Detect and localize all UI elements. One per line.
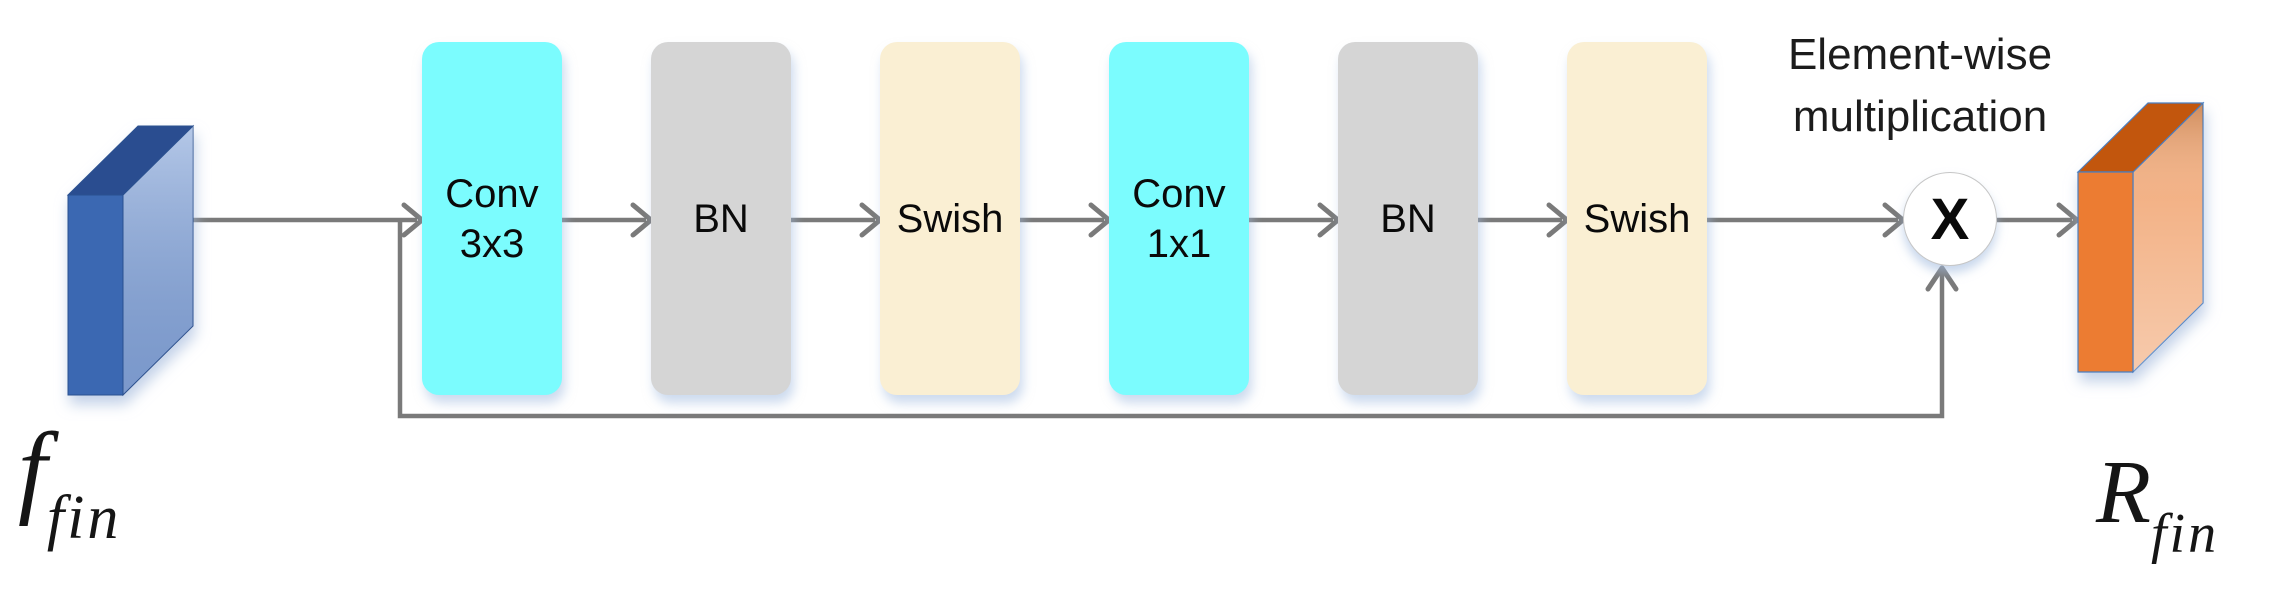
input-tensor-slab [66, 124, 195, 397]
skip-connection [397, 220, 1945, 419]
block-label: BN [1380, 196, 1436, 241]
block-label: BN [693, 196, 749, 241]
output-tensor-label: Rfin [2096, 448, 2219, 563]
input-subscript: fin [46, 484, 122, 552]
block-conv-1x1: Conv 1x1 [1109, 42, 1249, 395]
block-label: Conv [1132, 171, 1226, 216]
arrowhead-skip-up [1925, 265, 1959, 292]
block-label: Swish [1583, 196, 1691, 241]
block-conv-3x3: Conv 3x3 [422, 42, 562, 395]
output-subscript: fin [2150, 503, 2220, 565]
multiply-symbol: X [1930, 186, 1970, 252]
annotation-line-2: multiplication [1792, 92, 2048, 141]
block-label: 3x3 [459, 221, 525, 266]
block-bn-1: BN [651, 42, 791, 395]
block-bn-2: BN [1338, 42, 1478, 395]
input-symbol: f [18, 412, 47, 527]
output-symbol: R [2096, 443, 2151, 542]
block-swish-1: Swish [880, 42, 1020, 395]
output-tensor-slab [2076, 101, 2205, 374]
block-label: Conv [445, 171, 539, 216]
annotation-line-1: Element-wise [1787, 30, 2053, 79]
block-label: 1x1 [1146, 221, 1212, 266]
elementwise-multiply-node: X [1903, 172, 1997, 266]
arrowhead-output [2056, 202, 2080, 238]
block-swish-2: Swish [1567, 42, 1707, 395]
block-label: Swish [896, 196, 1004, 241]
input-tensor-label: ffin [18, 418, 121, 550]
multiply-annotation: Element-wise multiplication [1680, 24, 2160, 148]
